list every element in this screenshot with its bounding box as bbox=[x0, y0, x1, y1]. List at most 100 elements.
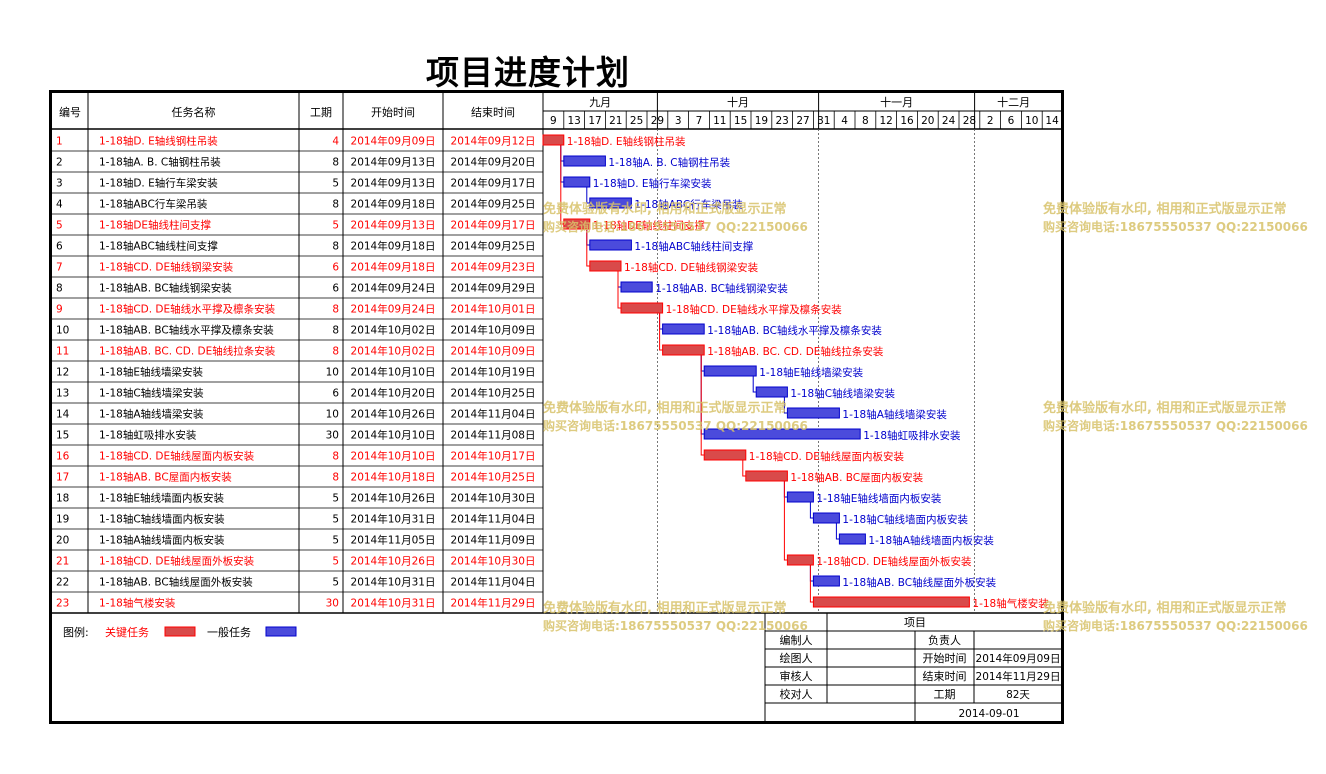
watermark-line2: 购买咨询电话:18675550537 QQ:22150066 bbox=[543, 418, 808, 433]
task-duration: 5 bbox=[332, 220, 339, 232]
task-id: 13 bbox=[56, 388, 69, 400]
bar-label: 1-18轴AB. BC轴线屋面外板安装 bbox=[842, 576, 996, 589]
task-id: 1 bbox=[56, 136, 63, 148]
task-bar bbox=[542, 134, 565, 146]
task-bar bbox=[589, 260, 622, 272]
task-id: 8 bbox=[56, 283, 63, 295]
bar-label: 1-18轴AB. BC轴线钢梁安装 bbox=[655, 282, 788, 295]
task-end: 2014年09月23日 bbox=[451, 261, 536, 274]
task-start: 2014年10月18日 bbox=[351, 471, 436, 484]
task-id: 17 bbox=[56, 472, 69, 484]
task-name: 1-18轴气楼安装 bbox=[99, 597, 176, 610]
dependency-line bbox=[783, 397, 788, 414]
task-end: 2014年10月30日 bbox=[451, 492, 536, 505]
task-end: 2014年09月25日 bbox=[451, 240, 536, 253]
task-duration: 30 bbox=[326, 598, 339, 610]
task-start: 2014年09月24日 bbox=[351, 303, 436, 316]
bar-label: 1-18轴A轴线墙面内板安装 bbox=[868, 534, 994, 547]
task-id: 7 bbox=[56, 262, 63, 274]
day-tick-label: 24 bbox=[942, 115, 956, 127]
task-id: 16 bbox=[56, 451, 70, 463]
task-end: 2014年11月29日 bbox=[451, 597, 536, 610]
task-id: 6 bbox=[56, 241, 63, 253]
task-end: 2014年11月04日 bbox=[451, 513, 536, 526]
task-name: 1-18轴D. E轴行车梁安装 bbox=[99, 177, 218, 190]
task-name: 1-18轴C轴线墙面内板安装 bbox=[99, 513, 225, 526]
task-bar bbox=[620, 281, 653, 293]
task-duration: 4 bbox=[332, 136, 339, 148]
info-field-value: 2014年11月29日 bbox=[976, 670, 1061, 683]
task-start: 2014年09月13日 bbox=[351, 177, 436, 190]
task-name: 1-18轴A轴线墙梁安装 bbox=[99, 408, 204, 421]
task-bar bbox=[745, 470, 788, 482]
month-label: 十一月 bbox=[880, 95, 913, 109]
task-bar bbox=[703, 428, 861, 440]
task-duration: 5 bbox=[332, 556, 339, 568]
task-id: 2 bbox=[56, 157, 63, 169]
task-end: 2014年09月29日 bbox=[451, 282, 536, 295]
task-name: 1-18轴DE轴线柱间支撑 bbox=[99, 219, 212, 232]
task-bar bbox=[589, 197, 632, 209]
bar-label: 1-18轴AB. BC屋面内板安装 bbox=[790, 471, 923, 484]
task-name: 1-18轴A. B. C轴钢柱吊装 bbox=[99, 156, 221, 169]
task-bar bbox=[662, 344, 705, 356]
info-date: 2014-09-01 bbox=[958, 708, 1019, 720]
task-end: 2014年10月01日 bbox=[451, 303, 536, 316]
bar-label: 1-18轴气楼安装 bbox=[972, 597, 1049, 610]
info-field-value: 2014年09月09日 bbox=[976, 652, 1061, 665]
day-tick-label: 19 bbox=[755, 115, 768, 127]
day-tick-label: 31 bbox=[817, 115, 830, 127]
day-tick-label: 27 bbox=[796, 115, 809, 127]
task-bar bbox=[563, 155, 606, 167]
task-id: 19 bbox=[56, 514, 69, 526]
task-name: 1-18轴E轴线墙梁安装 bbox=[99, 366, 203, 379]
page-title: 项目进度计划 bbox=[426, 53, 630, 92]
task-id: 18 bbox=[56, 493, 69, 505]
task-start: 2014年09月18日 bbox=[351, 198, 436, 211]
day-tick-label: 7 bbox=[696, 115, 703, 127]
bar-label: 1-18轴虹吸排水安装 bbox=[863, 429, 961, 442]
task-end: 2014年11月08日 bbox=[451, 429, 536, 442]
task-name: 1-18轴AB. BC. CD. DE轴线拉条安装 bbox=[99, 345, 276, 358]
task-start: 2014年10月26日 bbox=[351, 555, 436, 568]
bar-label: 1-18轴D. E轴行车梁安装 bbox=[593, 177, 712, 190]
header-end: 结束时间 bbox=[471, 106, 515, 119]
task-end: 2014年11月04日 bbox=[451, 576, 536, 589]
task-id: 20 bbox=[56, 535, 69, 547]
task-start: 2014年10月10日 bbox=[351, 450, 436, 463]
task-end: 2014年10月25日 bbox=[451, 471, 536, 484]
legend-normal-swatch bbox=[265, 626, 297, 637]
task-start: 2014年09月18日 bbox=[351, 240, 436, 253]
task-start: 2014年10月02日 bbox=[351, 345, 436, 358]
legend-label: 图例: bbox=[63, 625, 89, 639]
header-name: 任务名称 bbox=[172, 105, 216, 119]
task-start: 2014年09月13日 bbox=[351, 219, 436, 232]
day-tick-label: 8 bbox=[862, 115, 869, 127]
task-start: 2014年09月09日 bbox=[351, 135, 436, 148]
task-id: 21 bbox=[56, 556, 69, 568]
info-role-label: 绘图人 bbox=[780, 651, 813, 665]
header-dur: 工期 bbox=[310, 106, 332, 119]
day-tick-label: 10 bbox=[1025, 115, 1038, 127]
task-bar bbox=[755, 386, 788, 398]
info-project-label: 项目 bbox=[904, 616, 926, 629]
task-name: 1-18轴AB. BC轴线屋面外板安装 bbox=[99, 576, 253, 589]
month-label: 九月 bbox=[589, 96, 611, 109]
info-field-value: 82天 bbox=[1006, 689, 1030, 701]
task-duration: 5 bbox=[332, 178, 339, 190]
task-name: 1-18轴ABC行车梁吊装 bbox=[99, 198, 208, 211]
dependency-line bbox=[700, 355, 705, 456]
bar-label: 1-18轴ABC行车梁吊装 bbox=[634, 198, 743, 211]
task-duration: 6 bbox=[332, 262, 339, 274]
task-name: 1-18轴CD. DE轴线屋面内板安装 bbox=[99, 450, 255, 463]
dependency-line bbox=[560, 145, 564, 225]
dependency-line bbox=[586, 229, 590, 267]
bar-label: 1-18轴DE轴线柱间支撑 bbox=[593, 219, 706, 232]
